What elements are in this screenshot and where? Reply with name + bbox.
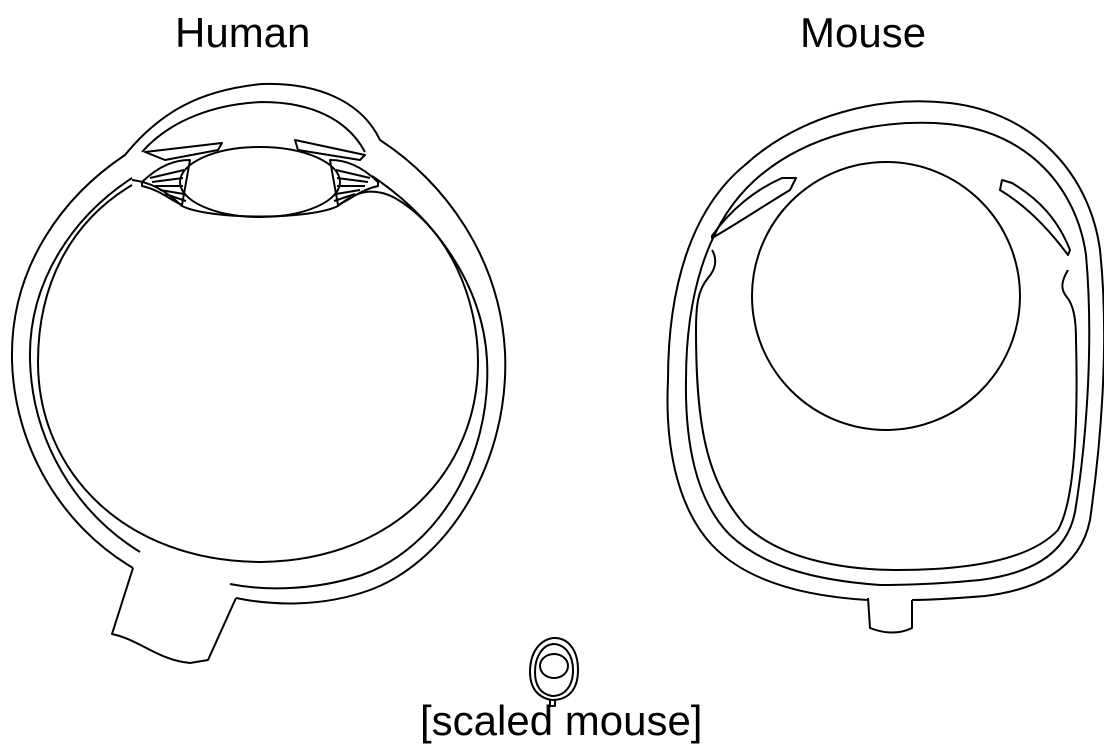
human-iris-left	[145, 143, 222, 160]
human-ciliary-right	[330, 160, 378, 205]
mouse-eye	[668, 101, 1104, 632]
human-iris-right	[295, 140, 365, 160]
scaled-mouse-eye	[530, 638, 578, 706]
human-lens	[180, 147, 340, 217]
mouse-iris-left	[712, 178, 796, 238]
human-eye	[12, 84, 505, 663]
scaled-mouse-sclera	[530, 638, 578, 700]
human-retina	[38, 180, 478, 562]
human-optic-nerve	[112, 568, 236, 663]
mouse-optic-nerve	[868, 598, 912, 633]
mouse-lens	[752, 162, 1020, 430]
mouse-sclera-inner	[686, 123, 1089, 585]
human-sclera-inner	[30, 176, 487, 588]
mouse-sclera-outer	[668, 101, 1104, 600]
mouse-iris-right	[1000, 180, 1070, 255]
human-ciliary-left	[142, 160, 190, 205]
scaled-mouse-lens	[540, 654, 568, 678]
